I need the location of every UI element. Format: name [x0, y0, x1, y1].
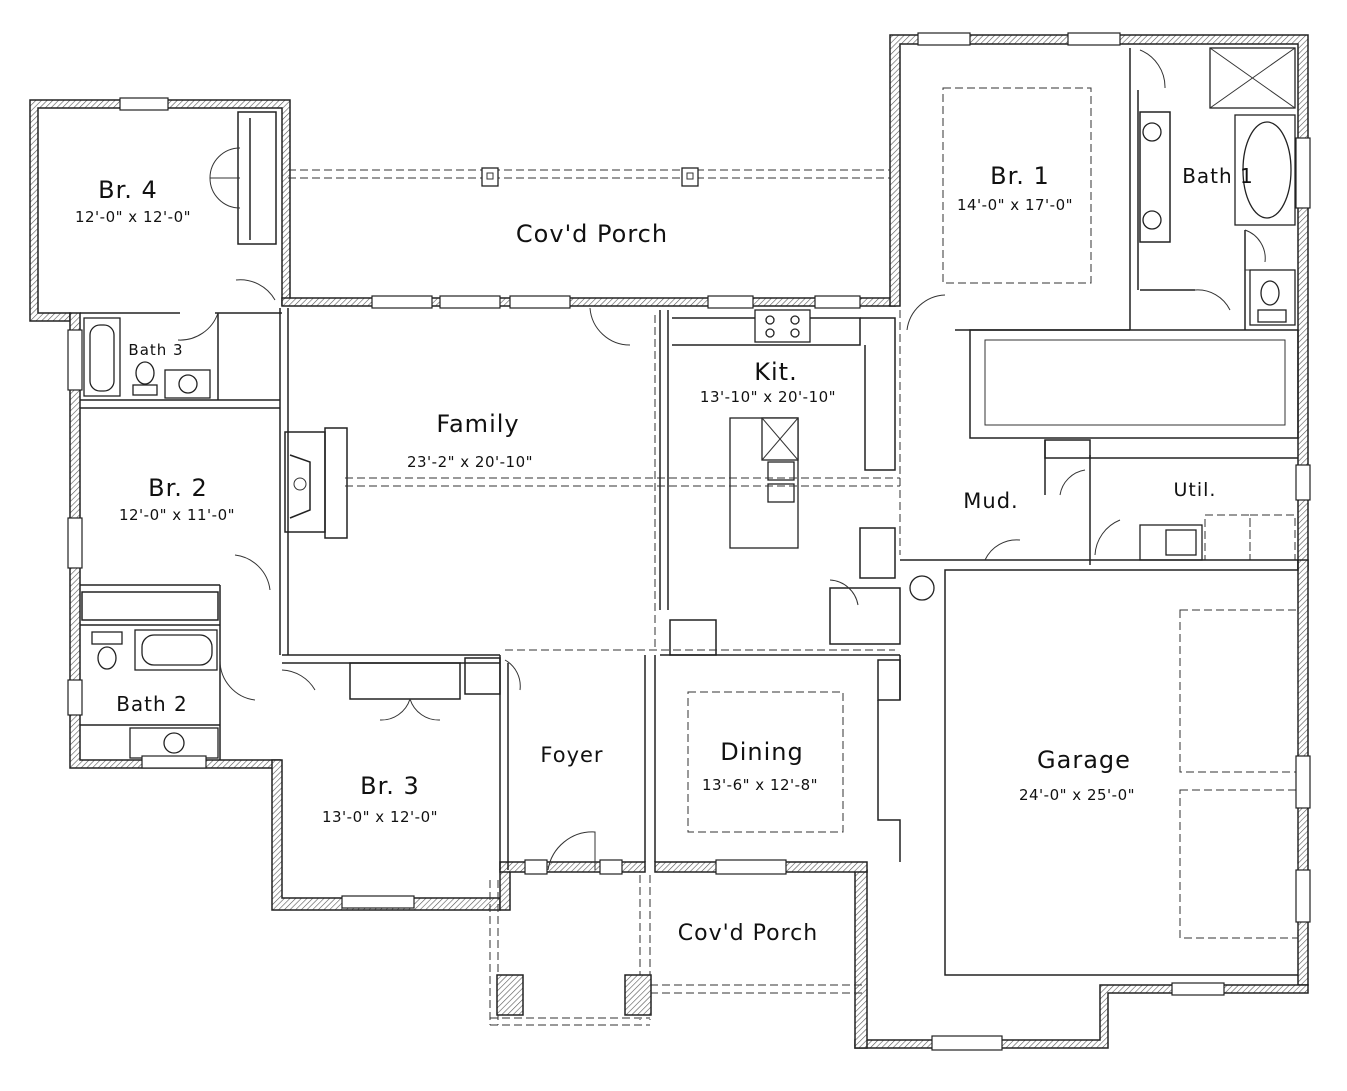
- room-name-rear-porch: Cov'd Porch: [516, 220, 668, 248]
- windows: [67, 32, 1311, 1051]
- room-name-br4: Br. 4: [98, 176, 158, 204]
- room-labels: Br. 4 12'-0" x 12'-0" Cov'd Porch Br. 1 …: [75, 162, 1254, 946]
- room-name-dining: Dining: [720, 738, 803, 766]
- room-name-mud: Mud.: [963, 489, 1018, 513]
- room-name-garage: Garage: [1037, 746, 1131, 774]
- room-name-br3: Br. 3: [360, 772, 420, 800]
- room-name-kit: Kit.: [754, 358, 797, 386]
- room-dims-family: 23'-2" x 20'-10": [407, 453, 533, 471]
- room-dims-garage: 24'-0" x 25'-0": [1019, 786, 1135, 804]
- room-dims-kit: 13'-10" x 20'-10": [700, 388, 836, 406]
- room-dims-br1: 14'-0" x 17'-0": [957, 196, 1073, 214]
- room-name-bath3: Bath 3: [128, 341, 183, 359]
- porch-columns: [481, 167, 699, 1016]
- room-name-br2: Br. 2: [148, 474, 208, 502]
- interior-walls: [80, 47, 1299, 976]
- doors: [177, 49, 1266, 871]
- room-name-family: Family: [436, 410, 519, 438]
- room-dims-br2: 12'-0" x 11'-0": [119, 506, 235, 524]
- room-name-br1: Br. 1: [990, 162, 1050, 190]
- room-name-front-porch: Cov'd Porch: [678, 921, 818, 946]
- room-name-bath1: Bath 1: [1182, 164, 1254, 188]
- room-name-foyer: Foyer: [540, 743, 603, 767]
- exterior-walls: [29, 34, 1309, 1049]
- room-name-bath2: Bath 2: [116, 692, 188, 716]
- room-name-util: Util.: [1174, 479, 1217, 501]
- room-dims-br3: 13'-0" x 12'-0": [322, 808, 438, 826]
- room-dims-dining: 13'-6" x 12'-8": [702, 776, 818, 794]
- room-dims-br4: 12'-0" x 12'-0": [75, 208, 191, 226]
